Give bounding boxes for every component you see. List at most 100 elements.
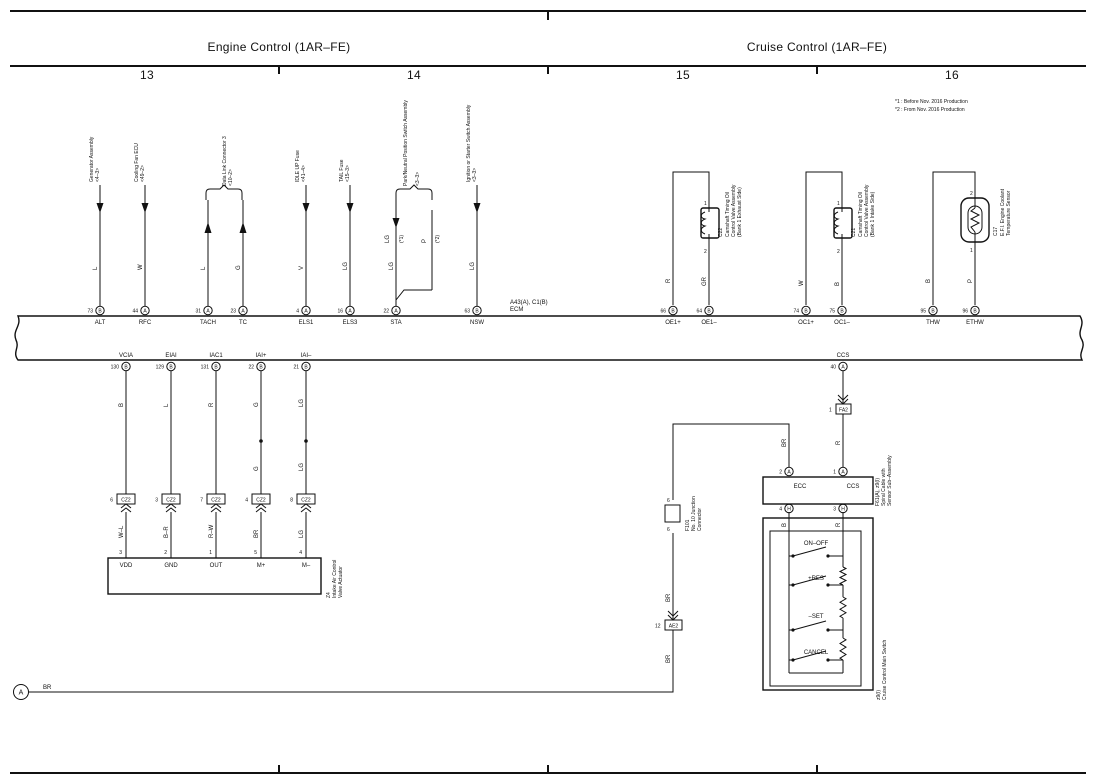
svg-text:GR: GR bbox=[702, 276, 708, 286]
pin-number: 4 bbox=[299, 550, 302, 556]
signal-name: STA bbox=[390, 320, 401, 326]
component-name: Z4 bbox=[326, 592, 332, 598]
signal-name: NSW bbox=[470, 320, 484, 326]
ecm-pin bbox=[238, 305, 248, 316]
ecm-pin bbox=[166, 361, 176, 372]
ccs-circuit: CCS FA2 1 R bbox=[829, 353, 852, 467]
wire-color: L bbox=[201, 266, 207, 270]
pin-number: 21 bbox=[293, 365, 299, 371]
svg-text:1: 1 bbox=[970, 248, 973, 254]
pin-number: 4 bbox=[296, 309, 299, 315]
svg-text:BR: BR bbox=[666, 593, 672, 602]
pin-number: 131 bbox=[201, 365, 210, 371]
ocv-exhaust-c22: 1 2 C22 R GR bbox=[666, 171, 724, 305]
ecm-pin bbox=[345, 305, 355, 316]
signal-name: OC1– bbox=[834, 320, 850, 326]
svg-text:Valve Actuator: Valve Actuator bbox=[338, 566, 344, 598]
ecm-pin bbox=[203, 305, 213, 316]
signal-name: TC bbox=[239, 320, 248, 326]
ecm-pin bbox=[301, 361, 311, 372]
arrow-down-icon bbox=[302, 203, 310, 213]
svg-text:FA2: FA2 bbox=[839, 408, 848, 414]
connector-letter: A bbox=[394, 309, 398, 315]
svg-text:2: 2 bbox=[970, 191, 973, 197]
connector-arrow-icon bbox=[210, 503, 222, 513]
svg-text:1: 1 bbox=[704, 201, 707, 207]
connector-letter: B bbox=[707, 309, 711, 315]
connector-letter: B bbox=[973, 309, 977, 315]
ecm-pin-ccs bbox=[838, 361, 848, 372]
ecm-connector-label: A43(A), C1(B) bbox=[510, 300, 548, 306]
pnp-switch-label: Park/Neutral Position Switch Assembly bbox=[403, 100, 409, 186]
connector-letter: H bbox=[787, 507, 791, 513]
pin-number: 44 bbox=[132, 309, 138, 315]
wire-color: V bbox=[299, 266, 305, 270]
arrow-down-icon bbox=[473, 203, 481, 213]
signal-name: IAC1 bbox=[209, 353, 223, 359]
connector-letter: B bbox=[671, 309, 675, 315]
pin-number: 8 bbox=[290, 498, 293, 504]
svg-text:Control Valve Assembly: Control Valve Assembly bbox=[731, 184, 737, 237]
component-name: z9(I) bbox=[876, 690, 882, 700]
switch-blade bbox=[792, 620, 827, 631]
arrow-up-icon bbox=[204, 222, 212, 233]
wire-color: LG bbox=[343, 262, 349, 270]
destination-ref: <41–4> bbox=[301, 165, 307, 182]
wire-color: G bbox=[254, 402, 260, 407]
svg-text:Sensor Sub–Assembly: Sensor Sub–Assembly bbox=[887, 455, 893, 506]
svg-text:Intake Air Control: Intake Air Control bbox=[332, 560, 338, 598]
pin-number: 95 bbox=[920, 309, 926, 315]
sta-branch-wire bbox=[395, 289, 432, 301]
wire-color: LG bbox=[470, 262, 476, 270]
ecm-pin bbox=[837, 305, 847, 316]
column-number: 15 bbox=[676, 68, 690, 82]
pin-number: 96 bbox=[962, 309, 968, 315]
destination-ref: <4–3> bbox=[95, 168, 101, 182]
connector-letter: B bbox=[931, 309, 935, 315]
svg-text:LG: LG bbox=[385, 235, 391, 243]
spiral-cable-pin bbox=[838, 466, 848, 477]
thermistor-icon bbox=[969, 196, 981, 244]
switch-blade bbox=[792, 575, 827, 586]
svg-text:Cruise Control Main Switch: Cruise Control Main Switch bbox=[882, 639, 888, 700]
pin-number: 2 bbox=[164, 550, 167, 556]
pin-number: 7 bbox=[200, 498, 203, 504]
pin-number: 40 bbox=[830, 365, 836, 371]
splice-point bbox=[304, 439, 308, 443]
ecm-right-pins: B66OE1+B64OE1–B74OC1+B75OC1–B95THWB96ETH… bbox=[660, 305, 984, 514]
svg-text:(Bank 1 Exhaust Side): (Bank 1 Exhaust Side) bbox=[737, 187, 743, 237]
ecm-pin bbox=[256, 361, 266, 372]
ecm-body bbox=[14, 315, 1084, 361]
connector-name: CZ2 bbox=[256, 498, 266, 504]
intake-air-actuator-z4 bbox=[107, 557, 322, 595]
switch-label: CANCEL bbox=[804, 650, 829, 656]
arrow-down-icon bbox=[346, 203, 354, 213]
column-number: 16 bbox=[945, 68, 959, 82]
data-link-bracket bbox=[205, 184, 243, 200]
svg-text:1: 1 bbox=[837, 201, 840, 207]
ocv-intake-c21: 1 2 C21 W B bbox=[799, 171, 857, 305]
pin-number: 1 bbox=[209, 550, 212, 556]
svg-text:R: R bbox=[666, 278, 672, 283]
svg-text:CCS: CCS bbox=[847, 484, 860, 490]
connector-letter: B bbox=[804, 309, 808, 315]
ecm-pin bbox=[928, 305, 938, 316]
spiral-cable-pin bbox=[784, 466, 794, 477]
pin-number: 1 bbox=[833, 470, 836, 476]
svg-text:(Bank 1 Intake Side): (Bank 1 Intake Side) bbox=[870, 191, 876, 237]
column-number: 13 bbox=[140, 68, 154, 82]
resistor-icon bbox=[839, 637, 847, 661]
signal-name: OE1+ bbox=[665, 320, 681, 326]
column-number: 14 bbox=[407, 68, 421, 82]
ecm-pin bbox=[140, 305, 150, 316]
connector-letter: A bbox=[304, 309, 308, 315]
svg-text:6: 6 bbox=[667, 527, 670, 533]
svg-text:B: B bbox=[835, 282, 841, 286]
pin-number: 66 bbox=[660, 309, 666, 315]
connector-arrow-icon bbox=[120, 503, 132, 513]
component-name: C21 bbox=[851, 228, 857, 237]
destination-label: Cooling Fan ECU bbox=[134, 143, 140, 182]
connector-name: CZ2 bbox=[121, 498, 131, 504]
svg-text:CCS: CCS bbox=[837, 353, 850, 359]
connector-letter: B bbox=[304, 365, 308, 371]
